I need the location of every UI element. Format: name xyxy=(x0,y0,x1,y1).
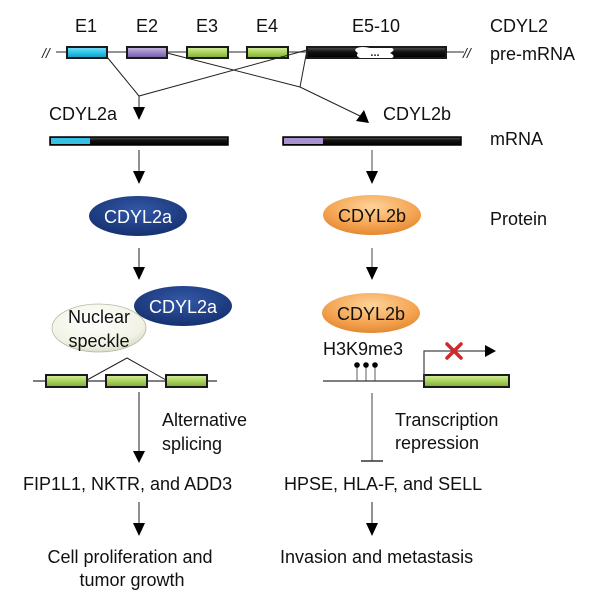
protein-row-label: Protein xyxy=(490,209,547,229)
left-pathway: Nuclear speckle CDYL2a Alternative splic… xyxy=(23,286,247,590)
isoform-label-cdyl2a: CDYL2a xyxy=(49,104,118,124)
mrna-bar-cdyl2a xyxy=(49,136,229,146)
arrowhead-icon xyxy=(366,267,378,280)
bound-protein-ellipse-cdyl2b xyxy=(322,293,420,333)
arrowhead-icon xyxy=(366,523,378,536)
gene-name-label: CDYL2 xyxy=(490,16,548,36)
left-outcome-line2: tumor growth xyxy=(79,570,184,590)
cdyl2b-splice-arrowhead-icon xyxy=(356,110,369,123)
bound-protein-ellipse-cdyl2a xyxy=(134,286,232,326)
left-target-genes: FIP1L1, NKTR, and ADD3 xyxy=(23,474,232,494)
repressed-gene-box xyxy=(423,374,510,388)
pre-mrna-label: pre-mRNA xyxy=(490,44,575,64)
arrowhead-icon xyxy=(366,171,378,184)
protein-ellipse-cdyl2b xyxy=(323,195,421,235)
target-exon-2 xyxy=(105,374,148,388)
tss-arrowhead-icon xyxy=(485,345,496,357)
target-exon-3 xyxy=(165,374,208,388)
protein-row: CDYL2a CDYL2b Protein xyxy=(89,195,547,280)
bound-protein-label-cdyl2a: CDYL2a xyxy=(149,297,218,317)
exon-label-e3: E3 xyxy=(196,16,218,36)
methylation-lollipops-icon xyxy=(354,362,378,381)
right-outcome: Invasion and metastasis xyxy=(280,547,473,567)
exon-label-e4: E4 xyxy=(256,16,278,36)
nuclear-speckle-ellipse xyxy=(51,303,147,353)
protein-label-cdyl2b: CDYL2b xyxy=(338,206,406,226)
bound-protein-label-cdyl2b: CDYL2b xyxy=(337,304,405,324)
mrna-exon1-cdyl2a xyxy=(51,138,90,144)
mrna-row-label: mRNA xyxy=(490,129,543,149)
process-label-line2: splicing xyxy=(162,434,222,454)
arrowhead-icon xyxy=(133,523,145,536)
exon-e3 xyxy=(186,46,229,59)
exon-gap-ellipsis: ... xyxy=(370,47,379,59)
isoform-label-cdyl2b: CDYL2b xyxy=(383,104,451,124)
protein-label-cdyl2a: CDYL2a xyxy=(104,207,173,227)
repression-label-line1: Transcription xyxy=(395,410,498,430)
right-target-genes: HPSE, HLA-F, and SELL xyxy=(284,474,482,494)
left-outcome-line1: Cell proliferation and xyxy=(47,547,212,567)
repression-label-line2: repression xyxy=(395,433,479,453)
exon-gap-blob xyxy=(355,47,394,58)
right-break-mark: // xyxy=(462,45,473,61)
left-break-mark: // xyxy=(41,45,52,61)
exon-skipping-line xyxy=(86,357,167,381)
arrowhead-icon xyxy=(133,267,145,280)
exon-e1 xyxy=(66,46,108,59)
exon-e2 xyxy=(126,46,168,59)
exon-e4 xyxy=(246,46,289,59)
blocked-x-icon xyxy=(445,342,463,360)
histone-mark-label: H3K9me3 xyxy=(323,339,403,359)
nuclear-speckle-label-line2: speckle xyxy=(68,331,129,351)
protein-ellipse-cdyl2a xyxy=(89,196,187,236)
arrowhead-icon xyxy=(133,171,145,184)
exon-label-e5-10: E5-10 xyxy=(352,16,400,36)
mrna-row: CDYL2a CDYL2b mRNA xyxy=(49,104,543,184)
exon-label-e1: E1 xyxy=(75,16,97,36)
exon-label-e2: E2 xyxy=(136,16,158,36)
right-pathway: CDYL2b H3K9me3 Transcription repression … xyxy=(280,293,510,567)
mrna-bar-cdyl2b xyxy=(282,136,462,146)
cdyl2b-splice-arrow-stem xyxy=(299,86,361,117)
nuclear-speckle-label-line1: Nuclear xyxy=(68,307,130,327)
arrowhead-icon xyxy=(133,451,145,463)
target-exon-1 xyxy=(45,374,88,388)
mrna-exon2-cdyl2b xyxy=(284,138,323,144)
process-label-line1: Alternative xyxy=(162,410,247,430)
tss-arrow xyxy=(423,350,486,381)
pre-mrna-row: E1 E2 E3 E4 E5-10 CDYL2 pre-mRNA // // .… xyxy=(41,16,575,123)
cdyl2a-splice-arrowhead-icon xyxy=(133,107,145,120)
